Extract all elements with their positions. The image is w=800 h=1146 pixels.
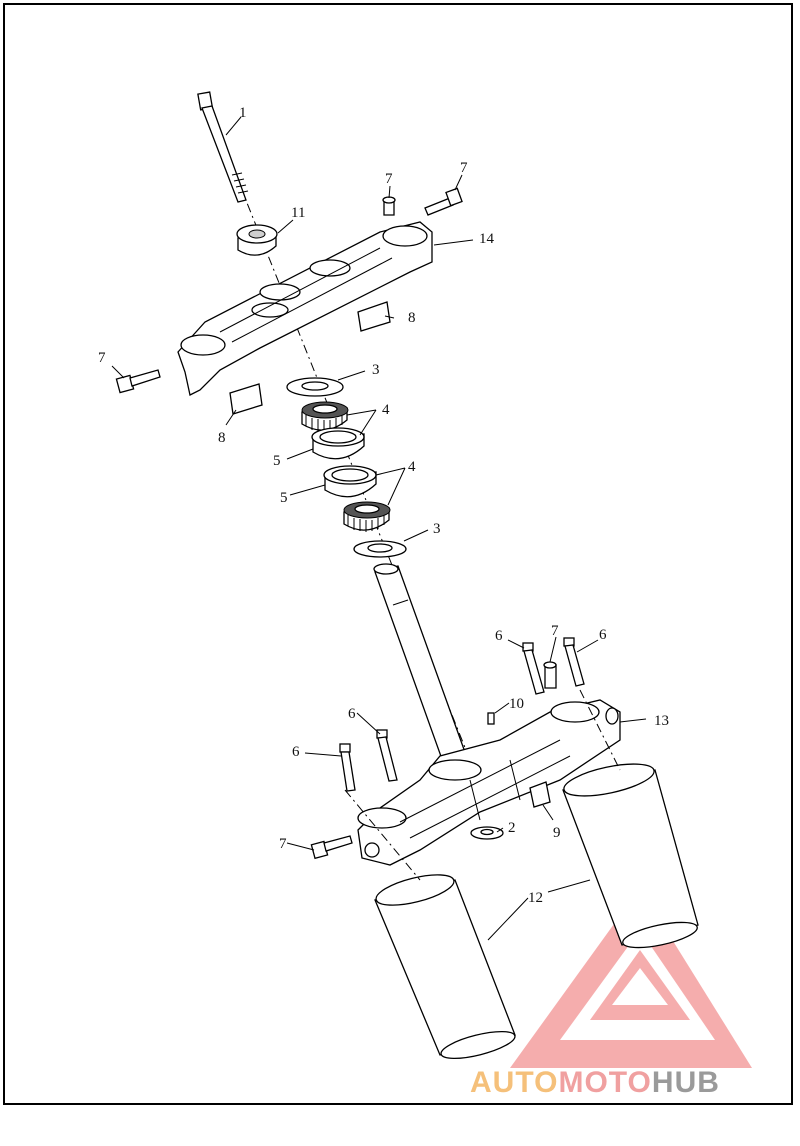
callout-5: 5 (273, 453, 281, 469)
callout-12: 12 (528, 890, 543, 906)
part-4-bearing-lower (343, 501, 391, 532)
callout-13: 13 (654, 713, 669, 729)
part-3-seal-upper (286, 377, 344, 397)
part-6-bolt-b (376, 729, 398, 782)
part-3-seal-lower (353, 540, 407, 558)
part-7-bolt-lower-left (310, 835, 353, 860)
leader-lines (111, 116, 647, 941)
part-12-cover-right (562, 763, 699, 949)
steering-stem (373, 563, 467, 763)
callout-7: 7 (460, 160, 468, 176)
callout-10: 10 (509, 696, 524, 712)
callout-6: 6 (292, 744, 300, 760)
part-4-bearing-upper (301, 401, 349, 432)
part-6-bolt-a (339, 743, 356, 792)
callout-8: 8 (218, 430, 226, 446)
callout-4: 4 (408, 459, 416, 475)
callout-7: 7 (385, 171, 393, 187)
callout-14: 14 (479, 231, 495, 247)
part-5-race-upper (311, 427, 365, 460)
watermark-part-3: HUB (651, 1066, 720, 1099)
callout-7: 7 (98, 350, 106, 366)
callout-7: 7 (279, 836, 287, 852)
part-7-bolt-upper-b (424, 187, 463, 216)
part-1-bolt (197, 91, 249, 203)
watermark-logo (510, 888, 752, 1068)
callout-7: 7 (551, 623, 559, 639)
callout-4: 4 (382, 402, 390, 418)
align-line-left (344, 789, 421, 881)
align-line-right (579, 689, 621, 771)
part-5-race-lower (323, 465, 377, 498)
part-6-bolt-c (522, 642, 545, 695)
part-14-upper-clamp (177, 221, 433, 396)
callout-2: 2 (508, 820, 516, 836)
part-11-nut (236, 224, 278, 256)
part-2-washer (470, 826, 504, 840)
part-12-cover-left (374, 874, 516, 1060)
part-8-pad-a (357, 301, 391, 332)
part-13-lower-clamp (357, 699, 621, 866)
part-9-pad (529, 781, 551, 808)
callout-3: 3 (433, 521, 441, 537)
part-8-pad-b (229, 383, 263, 415)
callout-3: 3 (372, 362, 380, 378)
watermark-text: AUTOMOTOHUB (470, 1066, 720, 1100)
watermark-part-1: AUTO (470, 1066, 559, 1099)
part-7-bolt-mid (543, 661, 557, 689)
part-7-bolt-upper-a (382, 196, 396, 216)
callout-labels: 1 11 7 7 14 8 7 3 4 8 5 4 5 3 6 7 6 10 1… (98, 105, 669, 906)
part-6-bolt-d (563, 637, 585, 687)
callout-1: 1 (239, 105, 247, 121)
diagram-border (3, 3, 793, 1105)
callout-11: 11 (291, 205, 305, 221)
watermark-part-2: MOTO (558, 1066, 652, 1099)
callout-8: 8 (408, 310, 416, 326)
callout-5: 5 (280, 490, 288, 506)
callout-6: 6 (599, 627, 607, 643)
part-7-bolt-left (115, 369, 161, 394)
callout-6: 6 (495, 628, 503, 644)
callout-6: 6 (348, 706, 356, 722)
part-10-pin (487, 712, 495, 725)
callout-9: 9 (553, 825, 561, 841)
